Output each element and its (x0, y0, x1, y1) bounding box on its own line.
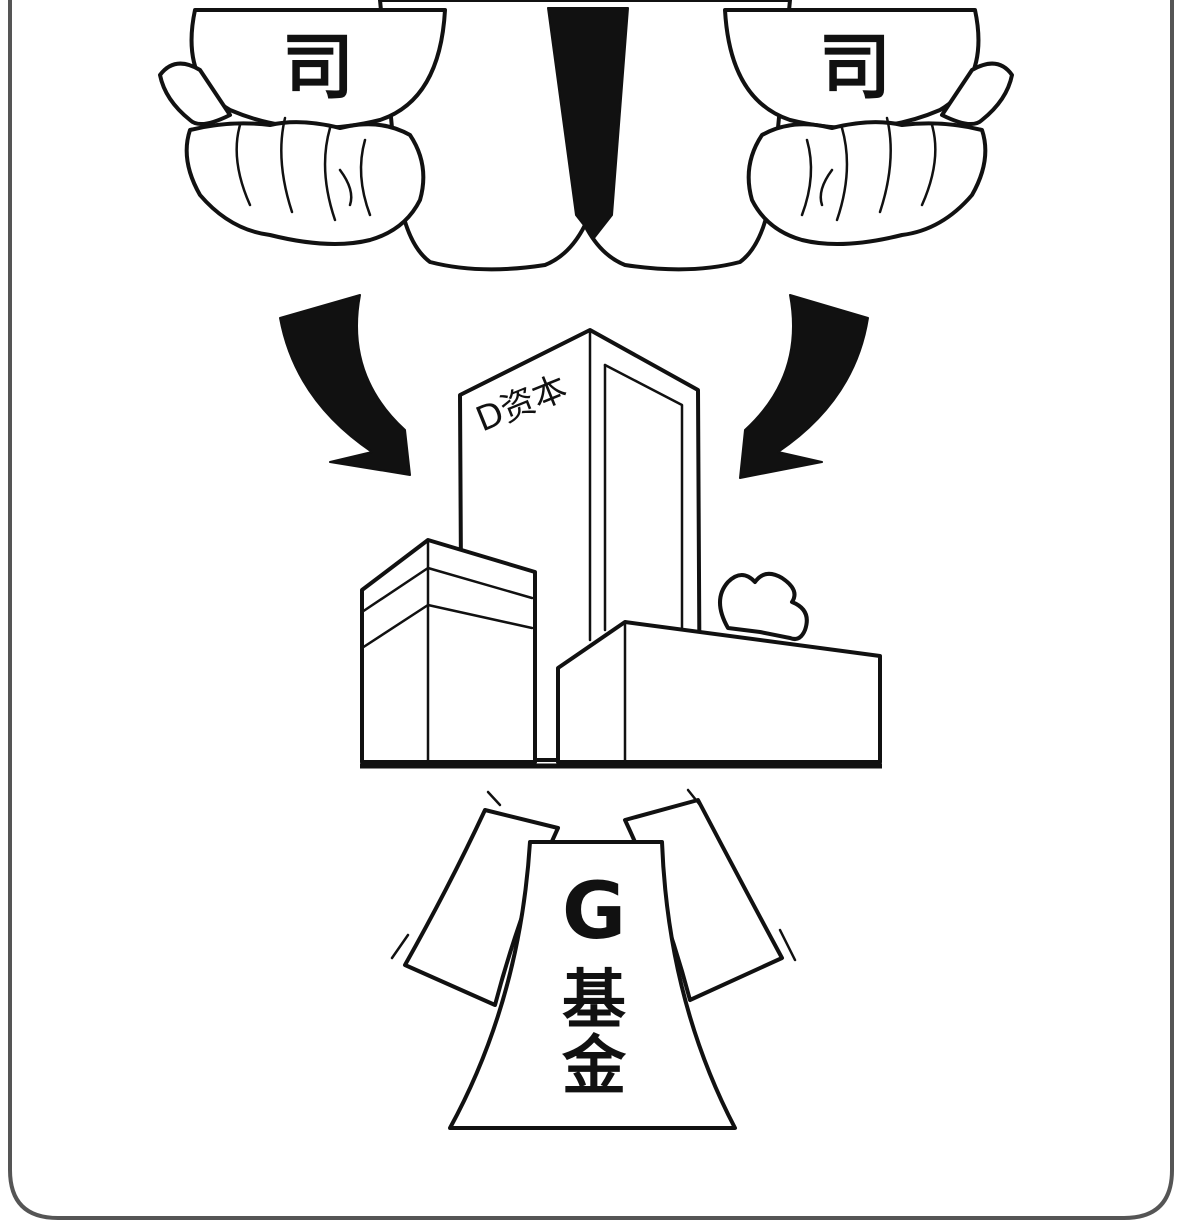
left-bag-label: 司 (282, 25, 354, 109)
right-arrow (740, 295, 868, 478)
fund-char-2: 金 (561, 1030, 627, 1104)
tree (720, 574, 807, 639)
right-bag-label: 司 (819, 25, 891, 109)
fund-mascot: G 基 金 (392, 790, 795, 1128)
fund-char-1: 基 (562, 964, 626, 1038)
fund-letter: G (562, 867, 626, 957)
left-arrow (280, 295, 410, 475)
